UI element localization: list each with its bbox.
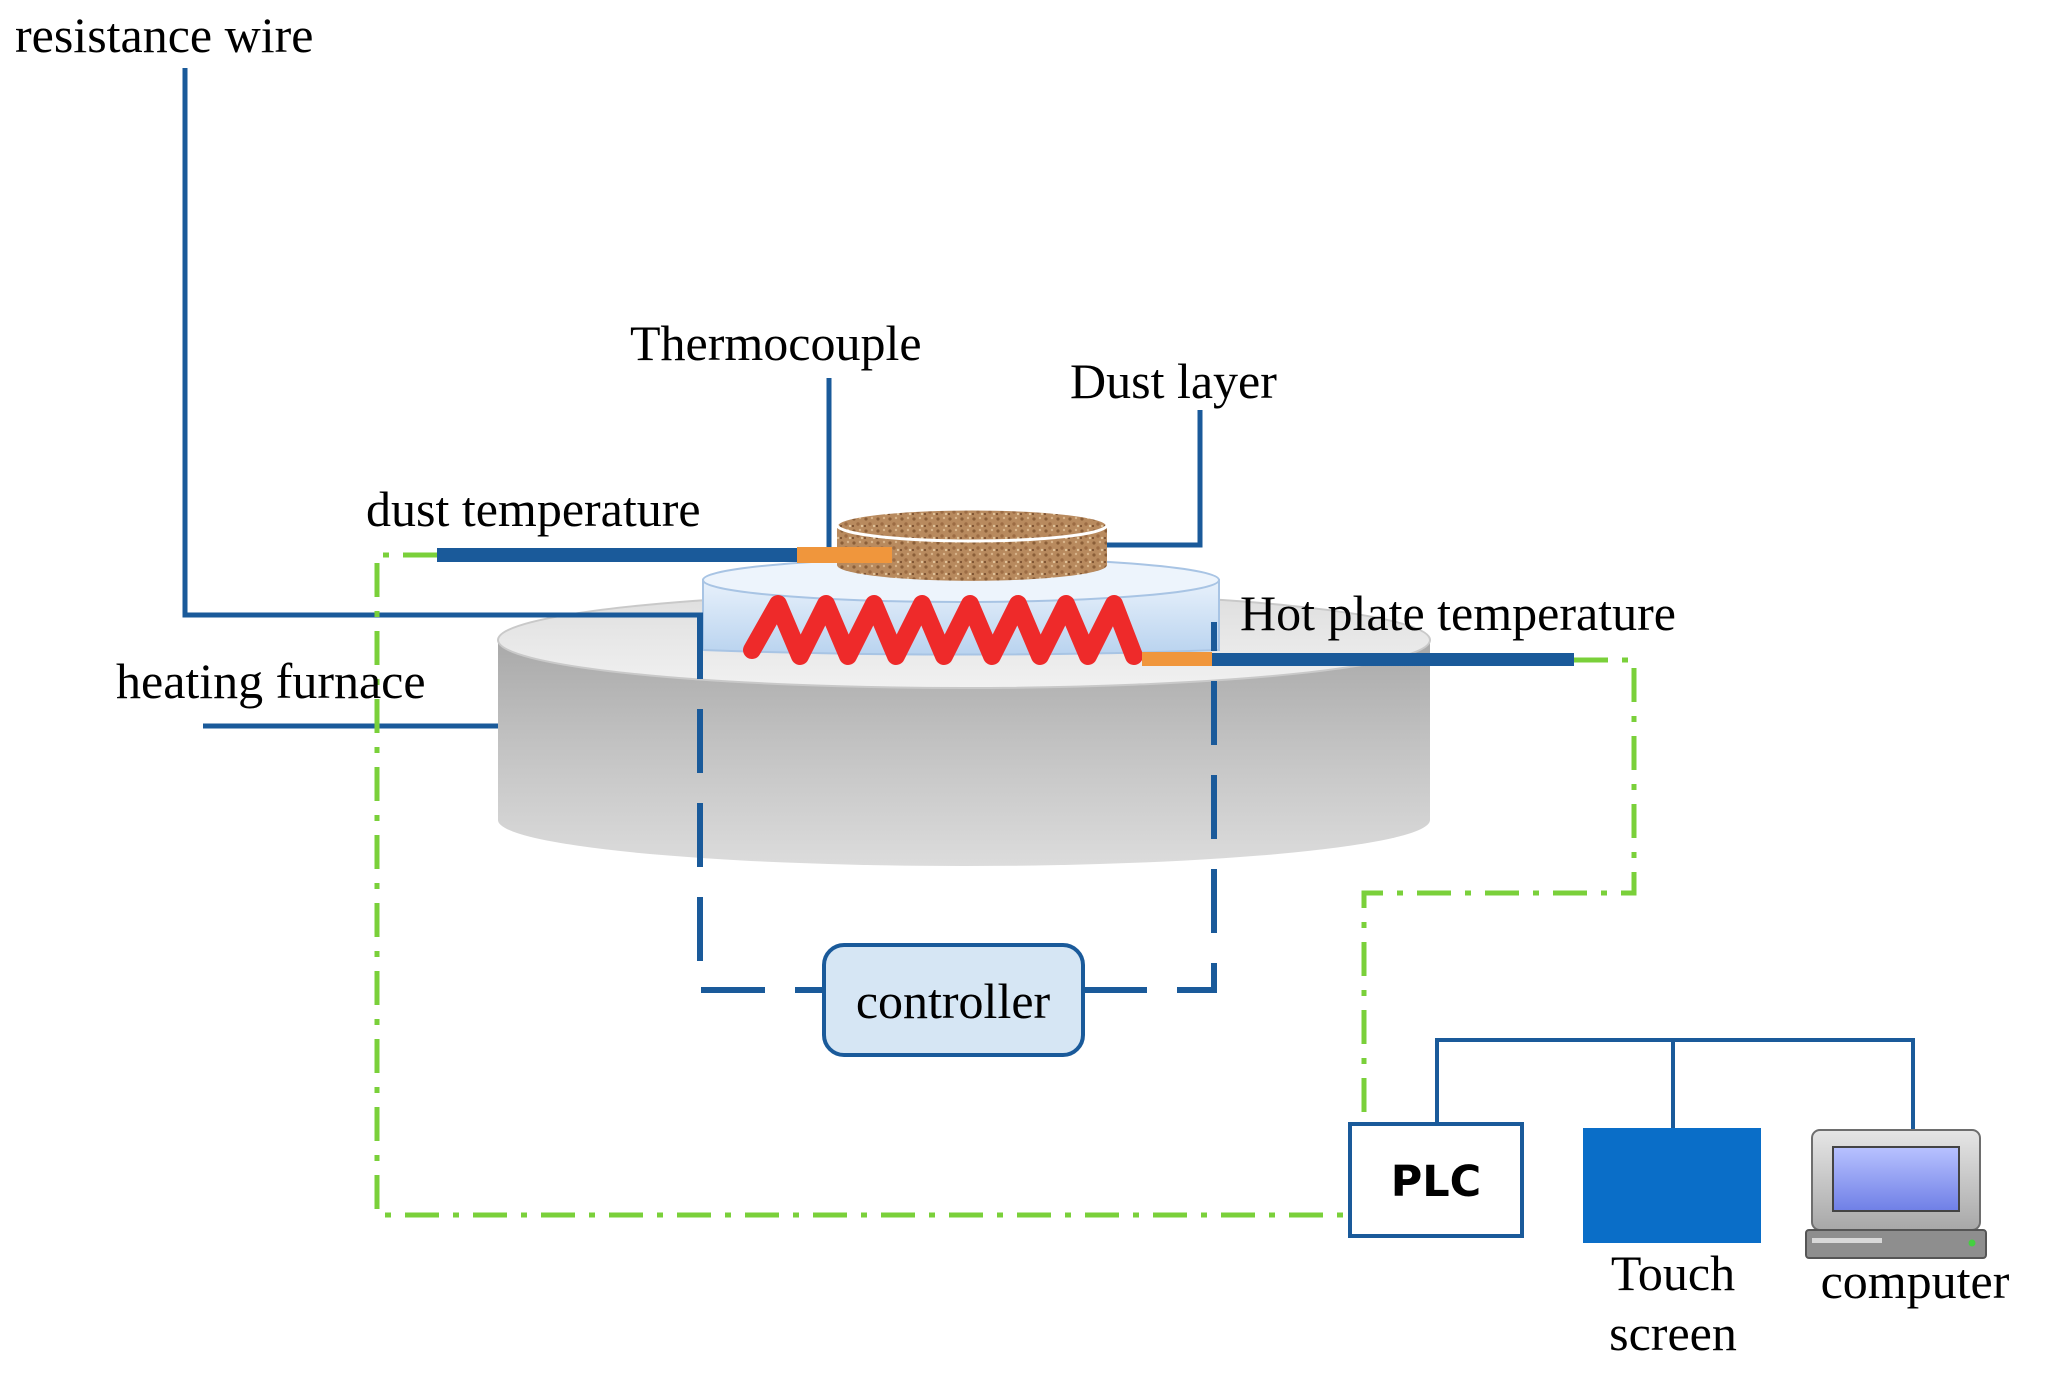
dust-layer-sample	[835, 507, 1109, 581]
controller-box	[822, 943, 1085, 1057]
computer-label: computer	[1821, 1253, 2010, 1309]
touch-screen-icon	[1583, 1128, 1761, 1243]
plc-box	[1348, 1122, 1524, 1238]
hot-plate-temperature-probe	[1212, 653, 1574, 666]
dust-temperature-label: dust temperature	[366, 481, 701, 537]
controller-label: controller	[856, 973, 1051, 1029]
hot-plate-signal-line	[1361, 657, 1637, 1120]
dust-layer-top	[835, 507, 1109, 543]
dust-layer-leader	[1107, 410, 1203, 548]
dust-signal-line	[374, 552, 1350, 1218]
hot-plate-temperature-label: Hot plate temperature	[1240, 585, 1676, 641]
controller-loop-right	[1083, 622, 1217, 993]
monitor-screen	[1832, 1146, 1960, 1212]
disk-slot	[1812, 1238, 1882, 1243]
dust-thermocouple-tip	[797, 547, 892, 563]
touch-screen-label-line1: Touch	[1611, 1245, 1735, 1301]
controller-loop-left	[697, 615, 824, 993]
heating-coil	[743, 595, 1143, 665]
computer-base	[1805, 1229, 1987, 1259]
resistance-wire-label: resistance wire	[15, 7, 313, 63]
heating-furnace-label: heating furnace	[116, 653, 426, 709]
thermocouple-label: Thermocouple	[630, 315, 922, 371]
dust-layer-label: Dust layer	[1070, 353, 1277, 409]
furnace-side	[498, 640, 1430, 866]
touch-screen-label-line2: screen	[1609, 1305, 1737, 1361]
dust-temperature-probe	[437, 548, 799, 562]
hot-plate-thermocouple-tip	[1142, 652, 1212, 666]
plc-label: PLC	[1391, 1157, 1481, 1207]
desktop-computer-icon	[1805, 1129, 1987, 1259]
power-led	[1968, 1239, 1976, 1247]
resistance-wire-leader	[182, 68, 703, 618]
